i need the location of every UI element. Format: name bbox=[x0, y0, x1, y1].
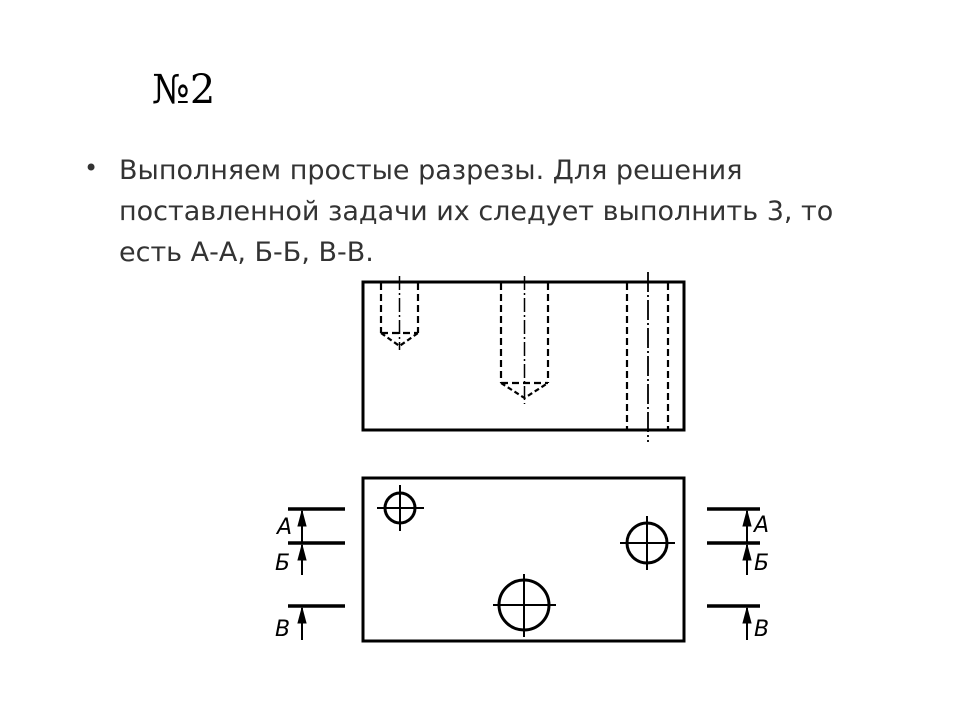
top-view bbox=[361, 476, 686, 643]
top-hole-left bbox=[377, 485, 424, 531]
label-b-right: Б bbox=[754, 551, 769, 576]
section-markers-right bbox=[707, 507, 760, 640]
top-hole-middle bbox=[493, 574, 556, 637]
front-hole-right bbox=[625, 283, 670, 429]
label-v-right: В bbox=[754, 617, 769, 642]
front-view bbox=[361, 272, 686, 442]
label-a-right: А bbox=[752, 513, 769, 538]
top-view-outline bbox=[361, 476, 686, 643]
front-view-outline bbox=[361, 280, 686, 432]
front-hole-left bbox=[379, 283, 420, 348]
bullet-text: Выполняем простые разрезы. Для решения п… bbox=[119, 155, 834, 268]
label-v-left: В bbox=[275, 617, 290, 642]
bullet-dot: • bbox=[84, 154, 99, 182]
section-markers-left bbox=[288, 507, 345, 640]
slide-title: №2 bbox=[152, 67, 216, 113]
label-b-left: Б bbox=[275, 551, 290, 576]
top-hole-right bbox=[620, 516, 675, 570]
label-a-left: А bbox=[275, 515, 292, 540]
